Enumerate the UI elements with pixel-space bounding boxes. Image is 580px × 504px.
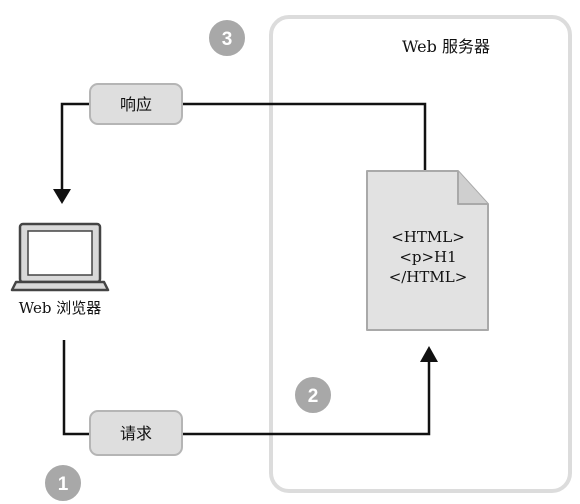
step-badge-3-circle bbox=[207, 18, 247, 58]
document-page bbox=[366, 170, 489, 331]
request-arrow-line bbox=[62, 340, 431, 436]
html-document-icon: <HTML> <p>H1 </HTML> bbox=[366, 170, 489, 331]
request-path bbox=[62, 340, 438, 436]
document-line-1: <HTML> bbox=[391, 228, 465, 246]
step-badge-1: 1 bbox=[43, 463, 83, 503]
request-pill-box bbox=[89, 410, 183, 456]
step-2-number: 2 bbox=[308, 386, 319, 407]
server-title: Web 服务器 bbox=[402, 37, 490, 56]
step-1-number: 1 bbox=[58, 474, 69, 495]
response-label: 响应 bbox=[120, 95, 152, 114]
response-arrowhead bbox=[53, 189, 71, 204]
request-arrowhead bbox=[420, 346, 438, 362]
document-line-2: <p>H1 bbox=[399, 248, 456, 266]
response-pill: 响应 bbox=[89, 83, 183, 125]
response-arrow-line bbox=[60, 102, 427, 197]
step-badge-3: 3 bbox=[207, 18, 247, 58]
laptop-base bbox=[10, 280, 110, 292]
step-3-number: 3 bbox=[222, 29, 233, 50]
browser-label: Web 浏览器 bbox=[19, 299, 101, 317]
step-badge-2-circle bbox=[293, 375, 333, 415]
response-path bbox=[53, 102, 427, 204]
request-label: 请求 bbox=[120, 424, 152, 443]
request-pill: 请求 bbox=[89, 410, 183, 456]
laptop-icon bbox=[10, 222, 110, 292]
step-badge-1-circle bbox=[43, 463, 83, 503]
laptop-screen bbox=[27, 230, 93, 276]
step-badge-2: 2 bbox=[293, 375, 333, 415]
document-fold bbox=[457, 171, 488, 205]
response-pill-box bbox=[89, 83, 183, 125]
document-line-3: </HTML> bbox=[389, 268, 468, 286]
